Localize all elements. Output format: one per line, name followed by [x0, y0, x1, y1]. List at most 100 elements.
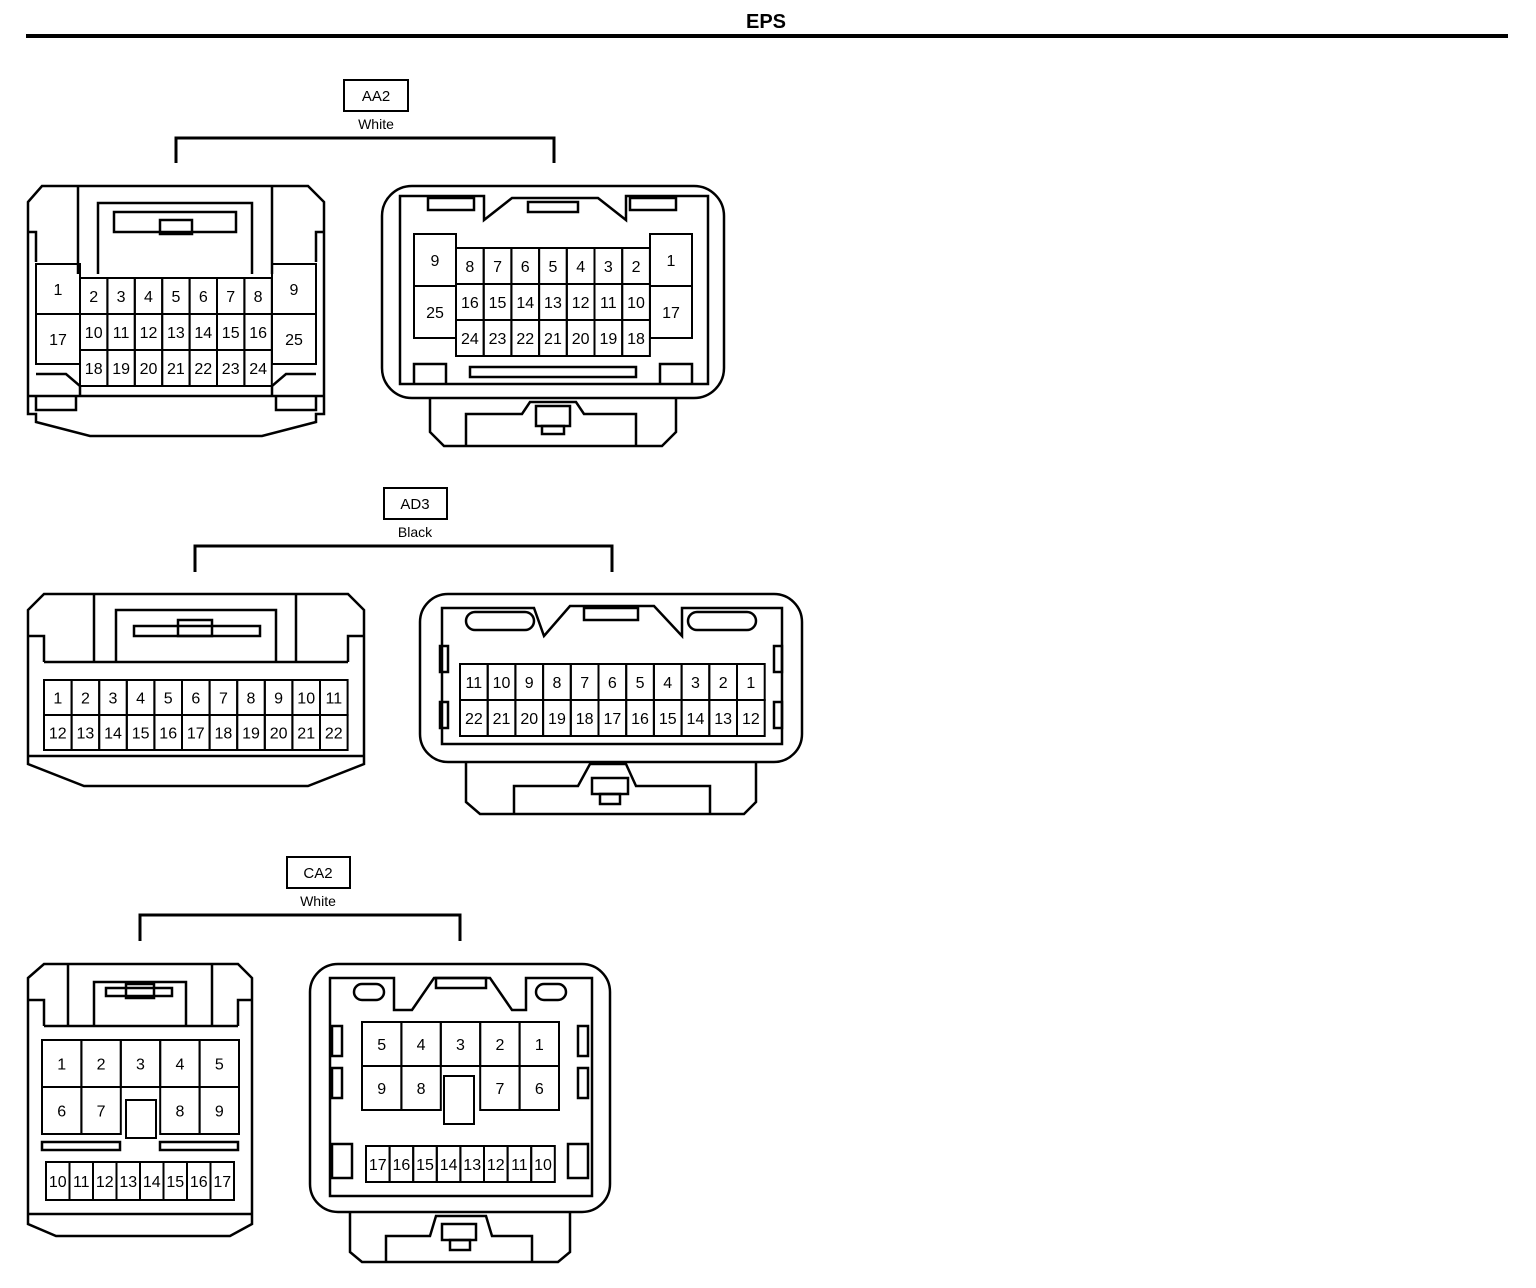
pin-number: 9 [431, 253, 440, 270]
pin-number: 11 [73, 1174, 90, 1191]
pin-number: 17 [187, 726, 205, 743]
connector-housing-right [308, 962, 612, 1264]
pin-number: 21 [297, 726, 315, 743]
pin-number: 10 [85, 325, 103, 342]
pin-number: 11 [511, 1157, 528, 1174]
pin-number: 17 [369, 1157, 387, 1174]
pin-number: 7 [226, 289, 235, 306]
pin-number: 14 [516, 295, 534, 312]
pin-number: 16 [190, 1174, 208, 1191]
pin-number: 13 [714, 711, 732, 728]
pin-number: 15 [132, 726, 150, 743]
pin-number: 10 [297, 691, 315, 708]
pin-number: 20 [140, 361, 158, 378]
pin-number: 6 [191, 691, 200, 708]
pin-number: 15 [489, 295, 507, 312]
pin-number: 5 [377, 1037, 386, 1054]
pin-number: 5 [164, 691, 173, 708]
pin-number: 9 [377, 1081, 386, 1098]
connector-housing-left [26, 592, 366, 788]
pin-number: 20 [572, 331, 590, 348]
pin-number: 3 [117, 289, 126, 306]
pin-number: 6 [608, 675, 617, 692]
pin-number: 19 [599, 331, 617, 348]
pin-number: 2 [719, 675, 728, 692]
pin-number: 5 [215, 1057, 224, 1074]
pin-number: 21 [167, 361, 185, 378]
pin-number: 3 [691, 675, 700, 692]
pin-number: 15 [222, 325, 240, 342]
pin-number: 2 [81, 691, 90, 708]
pin-number: 16 [159, 726, 177, 743]
pin-number: 6 [535, 1081, 544, 1098]
connector-color: White [358, 116, 394, 132]
connector-ca2: CA2 White [26, 856, 612, 1264]
pin-number: 9 [274, 691, 283, 708]
connector-bracket [138, 913, 462, 941]
pin-number: 16 [393, 1157, 411, 1174]
pin-number: 4 [175, 1057, 184, 1074]
pin-cavity [621, 319, 651, 357]
pin-number: 10 [534, 1157, 552, 1174]
pin-number: 5 [636, 675, 645, 692]
connector-housing-left [26, 962, 254, 1238]
pin-number: 17 [662, 305, 680, 322]
pin-number: 21 [493, 711, 511, 728]
pin-number: 25 [285, 332, 303, 349]
pin-number: 13 [119, 1174, 137, 1191]
pin-number: 23 [489, 331, 507, 348]
pin-number: 13 [463, 1157, 481, 1174]
pin-number: 18 [627, 331, 645, 348]
pin-number: 9 [525, 675, 534, 692]
pin-number: 7 [219, 691, 228, 708]
pin-number: 4 [417, 1037, 426, 1054]
pin-number: 13 [167, 325, 185, 342]
pin-number: 1 [535, 1037, 544, 1054]
pin-number: 3 [604, 259, 613, 276]
pin-number: 2 [495, 1037, 504, 1054]
pin-number: 7 [97, 1104, 106, 1121]
pin-number: 15 [166, 1174, 184, 1191]
pin-number: 19 [242, 726, 260, 743]
connector-id: CA2 [303, 865, 332, 882]
pin-number: 9 [290, 282, 299, 299]
pin-number: 9 [215, 1104, 224, 1121]
pin-number: 8 [552, 675, 561, 692]
pin-number: 18 [215, 726, 233, 743]
pin-cavity [209, 1161, 235, 1201]
pin-number: 25 [426, 305, 444, 322]
pin-cavity [243, 349, 273, 387]
pin-number: 13 [544, 295, 562, 312]
pin-number: 12 [572, 295, 590, 312]
pin-number: 14 [440, 1157, 458, 1174]
pin-number: 14 [687, 711, 705, 728]
pin-number: 8 [175, 1104, 184, 1121]
pin-number: 3 [109, 691, 118, 708]
pin-number: 8 [247, 691, 256, 708]
pin-number: 20 [270, 726, 288, 743]
pin-number: 15 [416, 1157, 434, 1174]
pin-number: 1 [667, 253, 676, 270]
pin-cavity [198, 1086, 241, 1135]
connector-id: AD3 [400, 496, 429, 513]
pin-number: 1 [54, 282, 63, 299]
pin-number: 14 [143, 1174, 161, 1191]
pin-number: 12 [49, 726, 67, 743]
pin-number: 24 [461, 331, 479, 348]
pin-number: 11 [466, 675, 483, 692]
pin-number: 6 [521, 259, 530, 276]
pin-number: 7 [493, 259, 502, 276]
pin-number: 2 [97, 1057, 106, 1074]
pin-number: 24 [249, 361, 267, 378]
pin-number: 11 [600, 295, 617, 312]
pin-number: 4 [144, 289, 153, 306]
pin-number: 14 [194, 325, 212, 342]
key-slot [125, 1099, 157, 1139]
pin-number: 1 [53, 691, 62, 708]
connector-housing-right [418, 592, 804, 816]
pin-number: 22 [325, 726, 343, 743]
pin-number: 19 [548, 711, 566, 728]
